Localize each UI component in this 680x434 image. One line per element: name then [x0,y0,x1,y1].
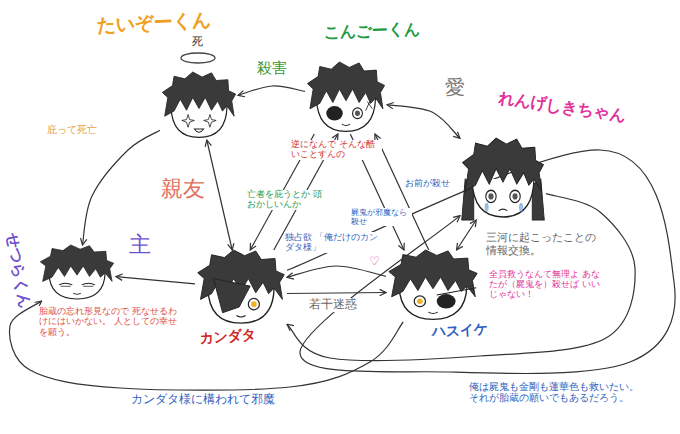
edge-label: 若干迷惑 [308,298,366,312]
edge-label: 屍鬼が邪魔なら 殺せ [350,208,412,226]
relation-arrow [116,277,195,284]
note-text: 胎蔵の忘れ形見なので 死なせるわけにはいかない。 人としての幸せを願う。 [38,306,182,337]
edge-label: 親友 [160,176,210,201]
relation-arrow [287,150,675,374]
edge-label: 三河に起こったことの 情報交換。 [485,232,601,257]
edge-label: 俺は屍鬼も金剛も蓮華色も救いたい。 それが胎蔵の願いでもあるだろう。 [468,382,648,404]
character-name: ハスイケ [428,320,493,339]
character-node: こんごーくん [305,62,387,134]
halo [181,53,215,63]
character-node: カンダタ [195,250,287,326]
character-name: れんげしきちゃん [491,88,632,126]
relation-arrow [207,140,232,250]
halo-mark: 死 [191,36,209,49]
character-head [460,138,546,220]
character-node: せつらくん [38,245,116,301]
relation-arrow [287,293,386,294]
relation-arrow [457,220,477,250]
character-head [195,250,287,326]
relation-arrow [10,301,404,390]
relation-arrow [83,130,161,245]
edge-label: お前が殺せ [404,178,462,188]
character-name: たいぞーくん [94,9,215,37]
edge-label: 逆になんで そんな酷いことすんの [290,140,382,160]
character-head [305,62,387,134]
character-name: せつらくん [3,231,34,311]
edge-label: カンダタ様に構われて邪魔 [130,393,292,407]
relation-arrow [238,86,305,95]
relation-arrow [387,105,460,139]
character-head [38,245,116,301]
character-name: こんごーくん [322,20,423,42]
character-name: カンダタ [196,326,261,347]
character-head [160,72,238,140]
character-head [386,250,480,322]
edge-label: 殺害 [256,60,294,77]
character-node: たいぞーくん [160,72,238,140]
edge-label: 亡者を庇うとか 頭おかしいんか [246,190,328,210]
edge-label: 庇って死亡 [46,124,118,136]
edge-label: 全員救うなんて無理よ あなたが（屍鬼を）殺せば いいじゃない！ [488,270,602,299]
character-node: ハスイケ [386,250,480,322]
relation-arrow [287,194,635,361]
heart-mark: ♡ [368,255,384,269]
edge-label: 愛 [444,76,470,99]
character-node: れんげしきちゃん [460,138,546,220]
edge-label: 独占欲 「俺だけのカンダタ様」 [284,232,386,253]
edge-label: 主 [128,232,156,257]
